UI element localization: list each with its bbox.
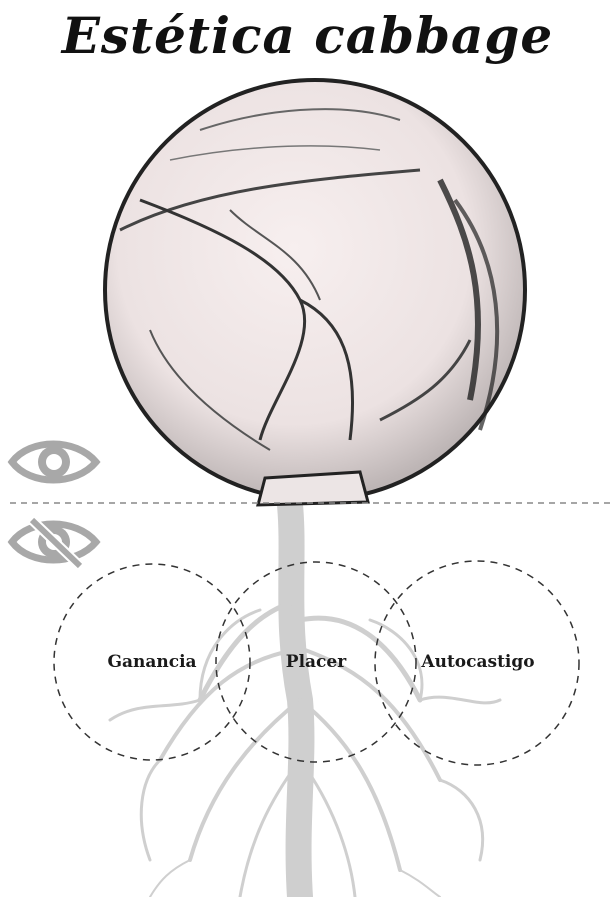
venn-label-autocastigo: Autocastigo [421,652,534,672]
cabbage-head [105,80,525,505]
venn-label-placer: Placer [286,652,346,672]
venn-label-ganancia: Ganancia [107,652,196,672]
roots [110,505,500,897]
eye-slash-icon [12,520,96,566]
eye-icon [12,444,96,480]
